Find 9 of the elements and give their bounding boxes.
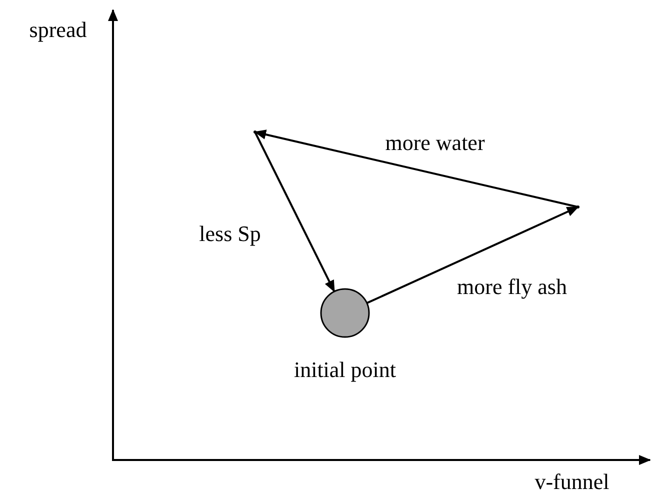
point-circle [320, 288, 370, 338]
vertex-dot [254, 130, 256, 134]
vertex-dot [576, 206, 580, 208]
axis-label: spread [29, 18, 87, 42]
axis-label: v-funnel [534, 470, 610, 494]
arrow [254, 132, 336, 292]
arrow [366, 206, 579, 304]
arrow [254, 130, 578, 208]
point-caption: initial point [294, 358, 396, 382]
